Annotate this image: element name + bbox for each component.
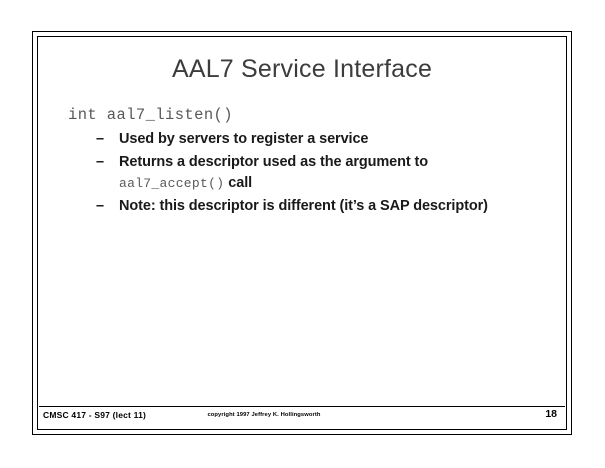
dash-bullet-icon: – (96, 131, 104, 147)
list-item: – Note: this descriptor is different (it… (96, 196, 546, 217)
slide-content-body: int aal7_listen() – Used by servers to r… (68, 105, 546, 219)
bullet-list: – Used by servers to register a service … (68, 129, 546, 217)
slide-inner-border: AAL7 Service Interface int aal7_listen()… (37, 36, 567, 430)
list-item-continuation-label: call (228, 175, 253, 191)
list-item: – Used by servers to register a service (96, 129, 546, 150)
list-item: – Returns a descriptor used as the argum… (96, 152, 546, 194)
list-item-label: Used by servers to register a service (119, 131, 369, 147)
footer-course-label: CMSC 417 - S97 (lect 11) (43, 410, 147, 420)
page-title: AAL7 Service Interface (171, 55, 433, 83)
list-item-label: Returns a descriptor used as the argumen… (119, 154, 429, 170)
slide-footer: CMSC 417 - S97 (lect 11) copyright 1997 … (39, 406, 565, 428)
dash-bullet-icon: – (96, 154, 104, 170)
list-item-label: Note: this descriptor is different (it’s… (119, 198, 488, 214)
footer-copyright-label: copyright 1997 Jeffrey K. Hollingsworth (207, 412, 321, 418)
code-signature: int aal7_listen() (68, 106, 233, 124)
inline-code-aal7-accept: aal7_accept() (119, 176, 225, 191)
list-item-continuation: aal7_accept() call (119, 173, 546, 194)
page-number: 18 (545, 408, 557, 420)
slide-outer-border: AAL7 Service Interface int aal7_listen()… (32, 31, 572, 435)
dash-bullet-icon: – (96, 198, 104, 214)
